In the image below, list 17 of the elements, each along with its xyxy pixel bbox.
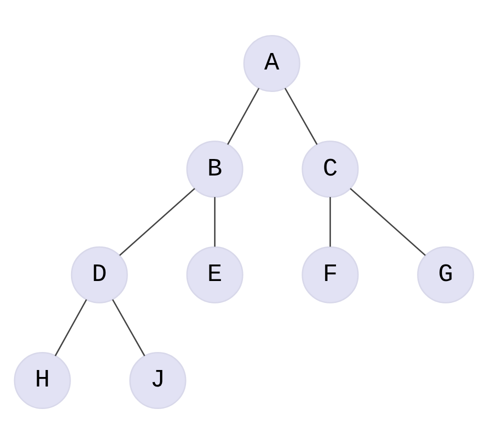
node-circle: D [70, 246, 128, 304]
connector [214, 197, 215, 247]
node-circle: B [186, 140, 243, 198]
node-circle: H [13, 352, 70, 410]
node-circle: G [416, 246, 474, 304]
connector [349, 188, 426, 256]
connector [226, 88, 259, 145]
connector [329, 197, 330, 247]
connector [284, 88, 318, 145]
node-circle: J [128, 352, 186, 410]
connector [118, 188, 195, 256]
node-circle: F [301, 246, 358, 304]
node-circle: A [242, 34, 300, 92]
node-circle: C [301, 140, 358, 198]
node-circle: E [186, 246, 243, 304]
connector [112, 299, 145, 356]
connector [54, 299, 87, 356]
